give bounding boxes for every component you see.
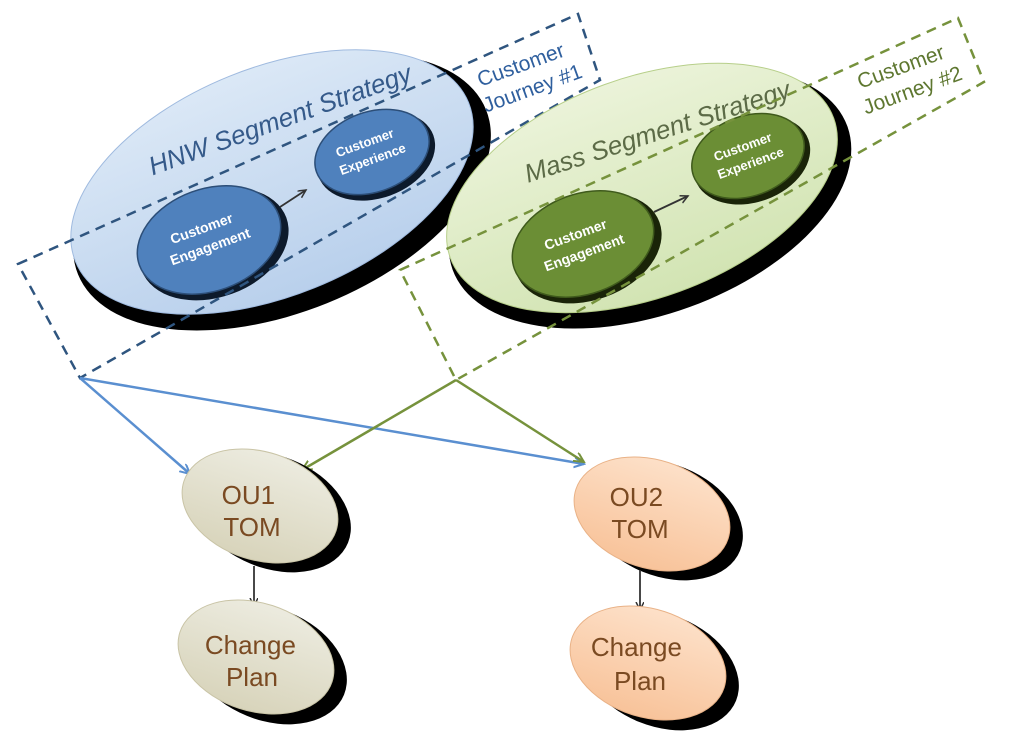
ou2-change-line2: Plan — [614, 666, 666, 696]
mass-engagement-to-experience-arrow — [653, 196, 688, 213]
ou1-change-line1: Change — [205, 630, 296, 660]
ou2-change-ellipse — [569, 605, 727, 721]
hnw-engagement-ellipse — [136, 185, 282, 295]
ou1-change-label: Change Plan — [205, 630, 303, 692]
mass-to-ou2-arrow — [455, 378, 584, 462]
ou2-change-label: Change Plan — [591, 632, 689, 696]
ou1-tom-label: OU1 TOM — [222, 480, 283, 542]
ou1-group: OU1 TOM Change Plan — [177, 448, 351, 725]
hnw-experience-ellipse — [314, 108, 430, 196]
ou2-tom-line1: OU2 — [610, 482, 663, 512]
mass-segment-group: Mass Segment Strategy Customer Engagemen… — [398, 16, 986, 382]
hnw-to-ou1-arrow — [79, 377, 190, 474]
ou1-change-line2: Plan — [226, 662, 278, 692]
ou1-tom-line1: OU1 — [222, 480, 275, 510]
mass-journey-dashed-box — [398, 16, 986, 382]
ou1-tom-ellipse — [181, 448, 339, 564]
hnw-engagement-to-experience-arrow — [279, 190, 306, 208]
ou2-tom-label: OU2 TOM — [610, 482, 671, 544]
ou1-tom-line2: TOM — [223, 512, 280, 542]
mass-engagement-ellipse — [511, 190, 655, 298]
mass-experience-ellipse — [691, 112, 805, 200]
mass-to-ou1-arrow — [302, 378, 457, 470]
ou2-group: OU2 TOM Change Plan — [569, 456, 743, 731]
ou1-change-ellipse — [177, 599, 335, 715]
hnw-journey-dashed-box — [16, 12, 602, 380]
ou2-tom-ellipse — [573, 456, 731, 572]
mass-journey-label: Customer Journey #2 — [851, 38, 965, 120]
hnw-segment-group: HNW Segment Strategy Customer Engagement… — [16, 12, 602, 380]
ou2-change-line1: Change — [591, 632, 682, 662]
journey-connectors — [79, 376, 584, 474]
ou2-tom-line2: TOM — [611, 514, 668, 544]
hnw-to-ou2-arrow — [79, 376, 584, 464]
